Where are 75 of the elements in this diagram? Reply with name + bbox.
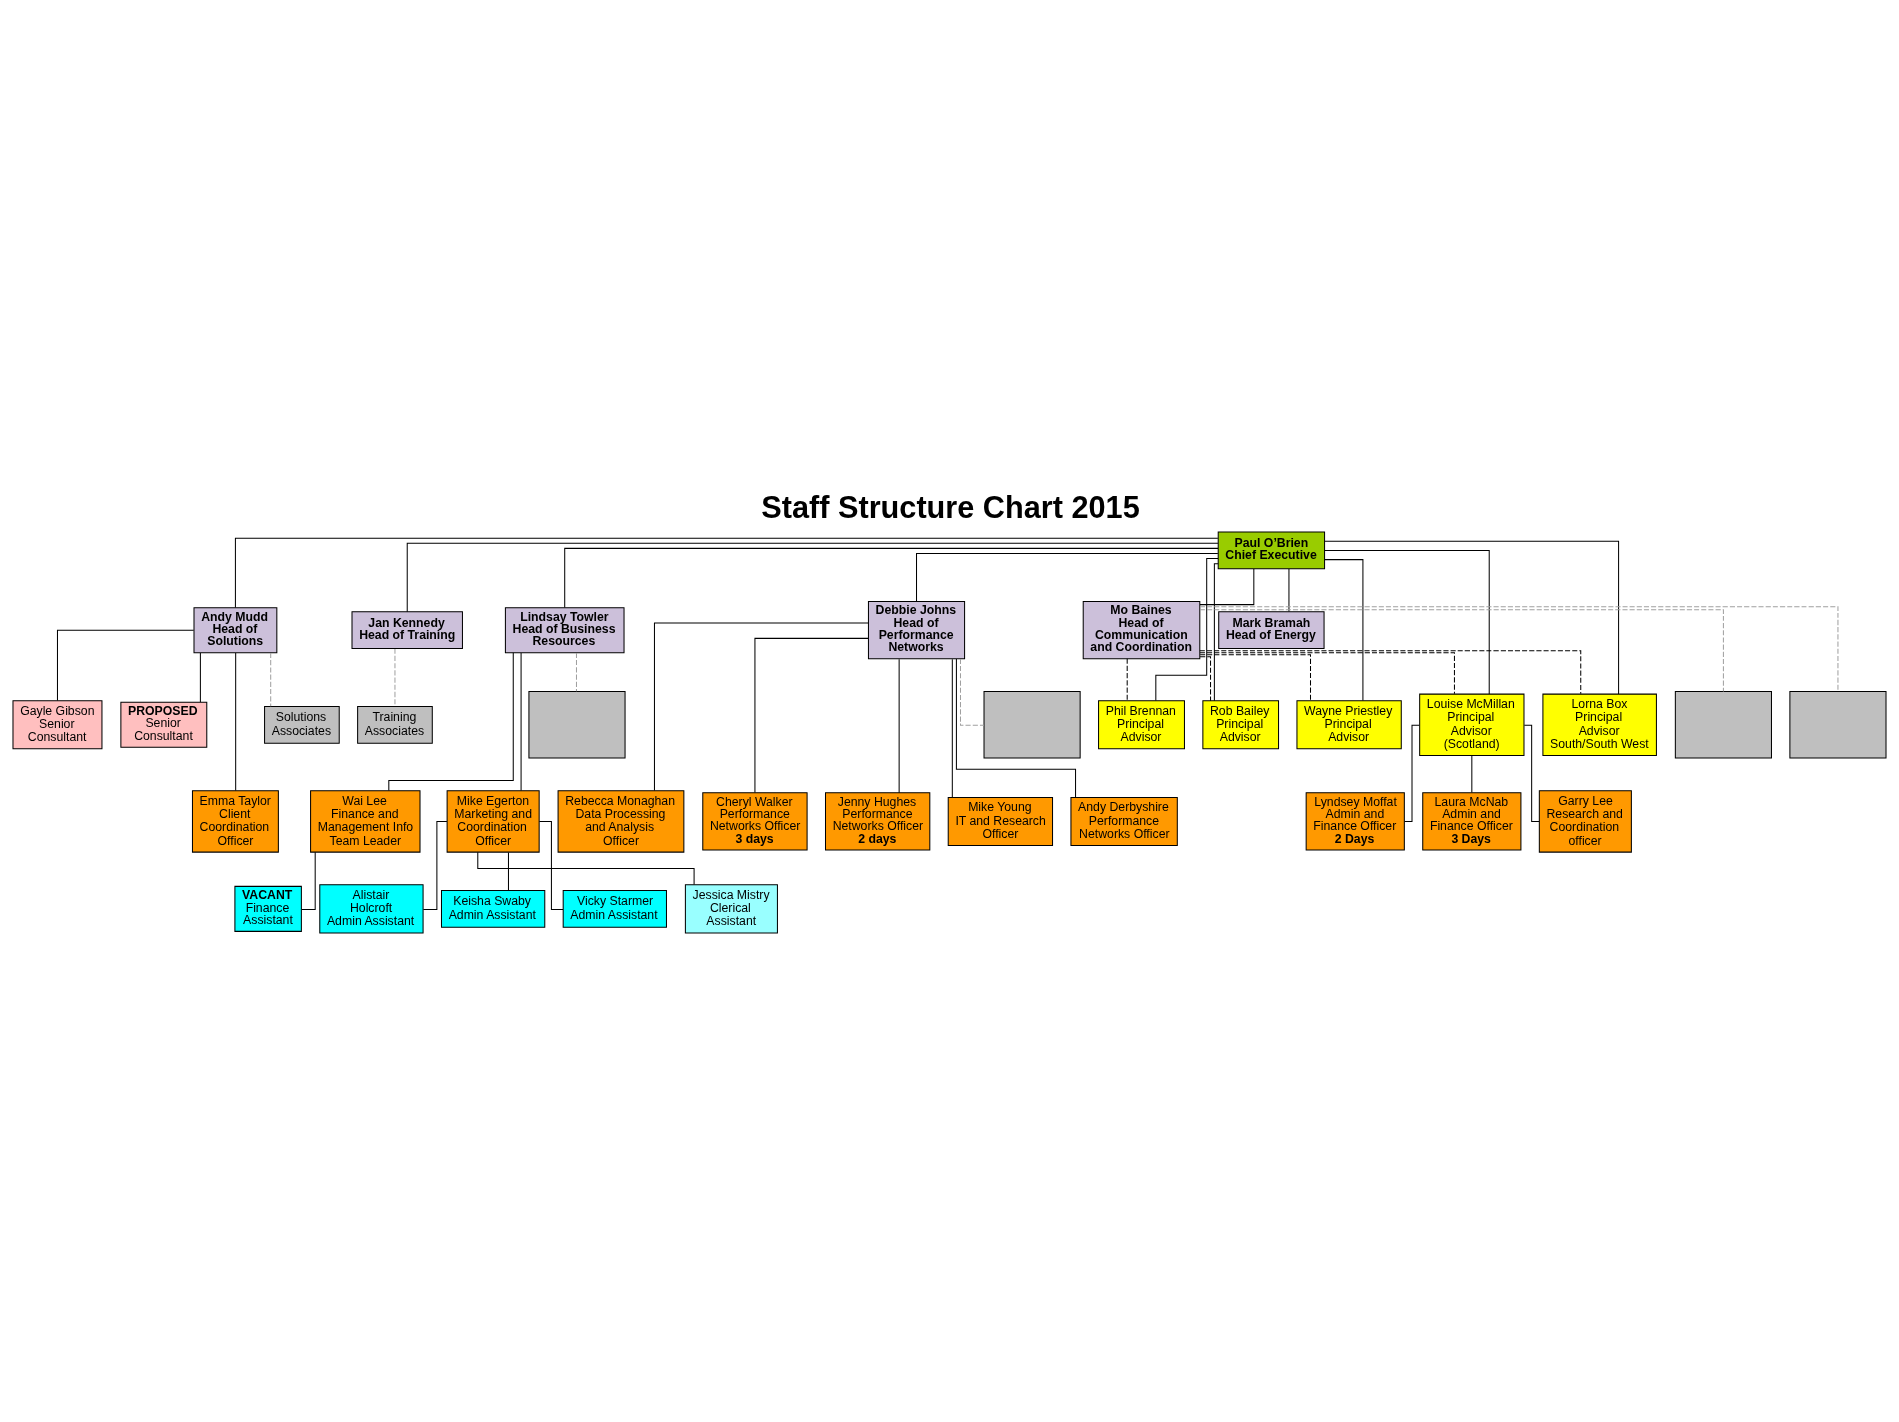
node-box	[983, 690, 1081, 759]
node-box: VACANT Finance Assistant	[234, 885, 302, 932]
connector	[477, 851, 695, 885]
node-box: Alistair Holcroft Admin Assistant	[319, 883, 424, 933]
node-box: Training Associates	[357, 705, 433, 744]
node-box: Louise McMillan Principal Advisor (Scotland)	[1419, 693, 1525, 756]
connector	[1199, 649, 1582, 694]
node-box: Cheryl Walker Performance Networks Officer 3 days	[702, 791, 808, 851]
connector	[1199, 605, 1839, 692]
node-box: Mark Bramah Head of Energy	[1218, 610, 1325, 649]
node-box: Keisha Swaby Admin Assistant	[441, 889, 546, 928]
node-box: Wayne Priestley Principal Advisor	[1296, 699, 1402, 749]
node-box: Jessica Mistry Clerical Assistant	[684, 883, 778, 933]
connector	[1155, 557, 1219, 701]
connector	[1471, 754, 1473, 793]
node-box: Garry Lee Research and Coordination officer	[1538, 789, 1632, 853]
node-box: Laura McNab Admin and Finance Officer 3 Days	[1422, 791, 1522, 851]
connector	[898, 658, 900, 793]
connector	[538, 820, 564, 910]
node-box: Emma Taylor Client Coordination Officer	[191, 789, 279, 853]
connector	[1199, 655, 1212, 701]
node-box: Lindsay Towler Head of Business Resources	[504, 606, 625, 653]
connector	[1288, 567, 1290, 612]
node-box: Jenny Hughes Performance Networks Officer 2 days	[825, 791, 931, 851]
connector	[1324, 540, 1620, 695]
connector	[564, 547, 1219, 608]
node-box: Jan Kennedy Head of Training	[351, 610, 463, 649]
node-box: Lyndsey Moffat Admin and Finance Officer 2 Days	[1305, 791, 1405, 851]
connector	[1523, 724, 1540, 822]
connector	[1199, 568, 1255, 605]
node-box: Rob Bailey Principal Advisor	[1202, 699, 1280, 749]
node-box: Mike Egerton Marketing and Coordination Officer	[446, 789, 540, 853]
node-box: Mike Young IT and Research Officer	[947, 796, 1054, 846]
connector	[406, 542, 1219, 612]
connector	[388, 651, 514, 791]
node-box: Phil Brennan Principal Advisor	[1098, 699, 1185, 749]
node-box: Debbie Johns Head of Performance Networks	[867, 600, 966, 659]
connector	[1213, 562, 1219, 701]
node-box	[1789, 690, 1887, 759]
connector	[422, 820, 448, 910]
connector	[235, 651, 237, 791]
diagram-title: Staff Structure Chart 2015	[761, 489, 1140, 525]
connector	[507, 851, 509, 891]
node-box: Vicky Starmer Admin Assistant	[562, 889, 667, 928]
connector	[520, 651, 522, 791]
connector	[394, 647, 396, 707]
connector	[270, 652, 272, 707]
node-box: Mo Baines Head of Communication and Coordination	[1082, 600, 1201, 659]
connector	[653, 622, 869, 791]
node-box: Andy Derbyshire Performance Networks Officer	[1070, 796, 1178, 846]
connector	[955, 658, 1077, 798]
connector	[56, 629, 195, 701]
connector	[1324, 558, 1364, 701]
connector	[234, 537, 1219, 608]
node-box: Paul O’Brien Chief Executive	[1217, 531, 1326, 569]
node-box: Solutions Associates	[264, 705, 340, 744]
node-box: Wai Lee Finance and Management Info Team Leader	[310, 789, 421, 853]
node-box: Andy Mudd Head of Solutions	[193, 606, 278, 653]
connector	[916, 552, 1219, 602]
node-box: Rebecca Monaghan Data Processing and Analysis Officer	[557, 789, 685, 853]
connector	[1199, 653, 1311, 701]
connector	[1199, 651, 1455, 694]
node-box	[528, 690, 626, 759]
node-box: PROPOSED Senior Consultant	[120, 701, 208, 748]
node-box: Gayle Gibson Senior Consultant	[12, 699, 103, 749]
connector	[199, 652, 201, 703]
connector	[754, 637, 869, 793]
node-box: Lorna Box Principal Advisor South/South West	[1542, 693, 1657, 756]
connector	[575, 652, 577, 692]
connector	[960, 658, 985, 726]
connector	[301, 851, 316, 910]
connector	[951, 658, 953, 798]
node-box	[1674, 690, 1772, 759]
connector	[1324, 549, 1490, 695]
connector	[1126, 657, 1128, 701]
